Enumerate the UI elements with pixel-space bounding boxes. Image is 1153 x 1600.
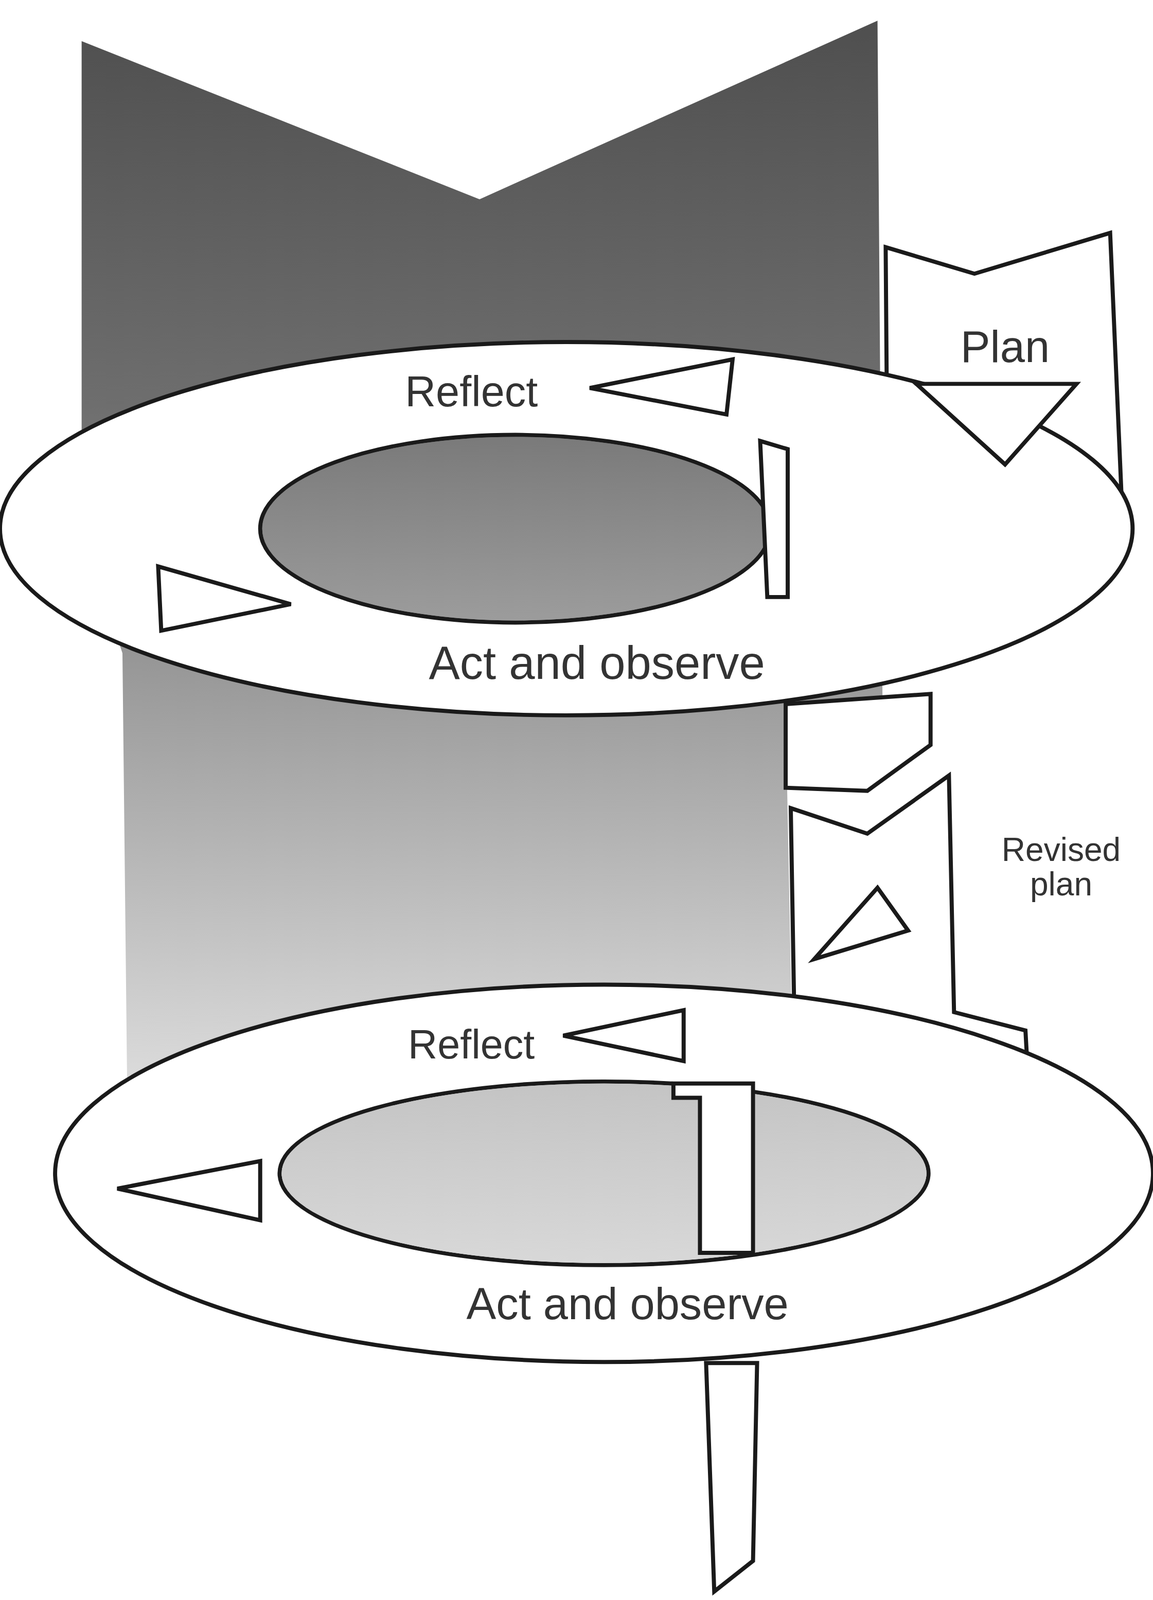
ring-label: Reflect	[408, 1023, 535, 1067]
ring-label: Act and observe	[466, 1280, 789, 1328]
descending-strip	[759, 440, 788, 597]
ribbon-label: Revised plan	[974, 832, 1148, 902]
upper-hole	[262, 436, 769, 621]
tail-stem	[705, 1363, 757, 1592]
lower-hole	[281, 1084, 927, 1264]
arrow-triangle	[117, 1161, 261, 1221]
ring-label: Act and observe	[428, 639, 765, 688]
arrow-triangle	[916, 383, 1077, 465]
arrow-triangle	[589, 359, 733, 415]
ribbon-stub	[785, 694, 931, 791]
arrow-triangle	[814, 888, 909, 960]
lower-ring	[55, 984, 1153, 1363]
ring-label: Reflect	[404, 369, 538, 415]
arrow-triangle	[157, 566, 291, 631]
arrow-triangle	[563, 1010, 684, 1062]
upper-ring	[0, 342, 1133, 716]
inner-strip	[673, 1084, 754, 1254]
ribbon-label: Plan	[960, 323, 1050, 371]
